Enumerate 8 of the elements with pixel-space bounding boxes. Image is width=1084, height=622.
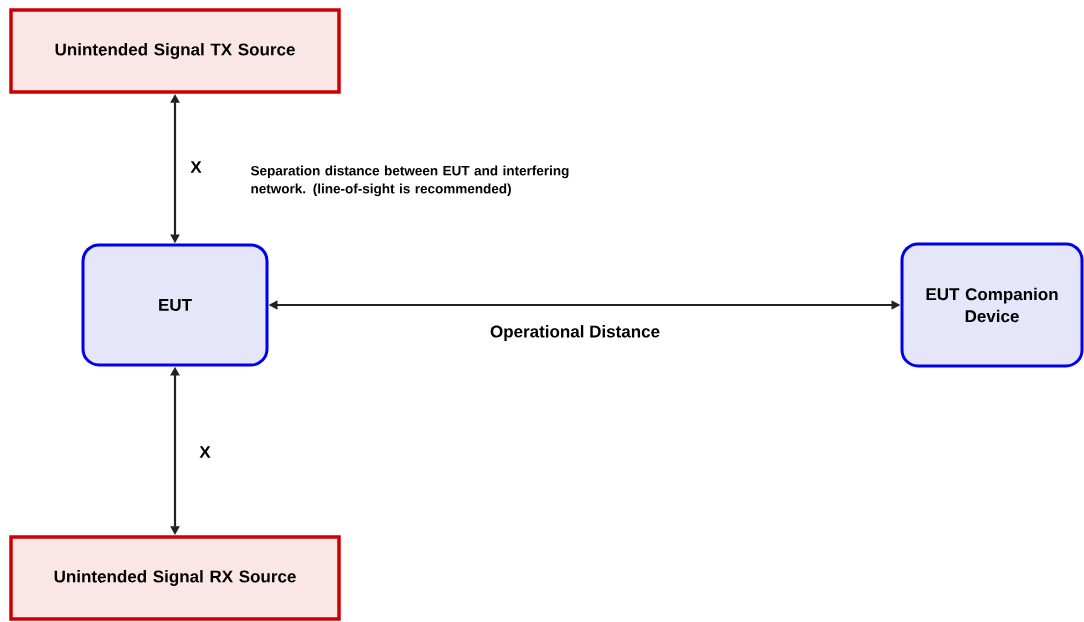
- edge-label: Operational Distance: [490, 325, 660, 341]
- edge-label: X: [190, 161, 202, 173]
- note: Separation distance between EUT and interfering network. (line-of-sight is recommended): [250, 165, 569, 197]
- edge-label: X: [199, 446, 211, 458]
- source-box: Unintended Signal TX Source: [9, 8, 341, 94]
- device-box: EUT Companion Device: [900, 242, 1084, 368]
- device-box: EUT: [81, 243, 269, 367]
- source-box: Unintended Signal RX Source: [9, 535, 341, 621]
